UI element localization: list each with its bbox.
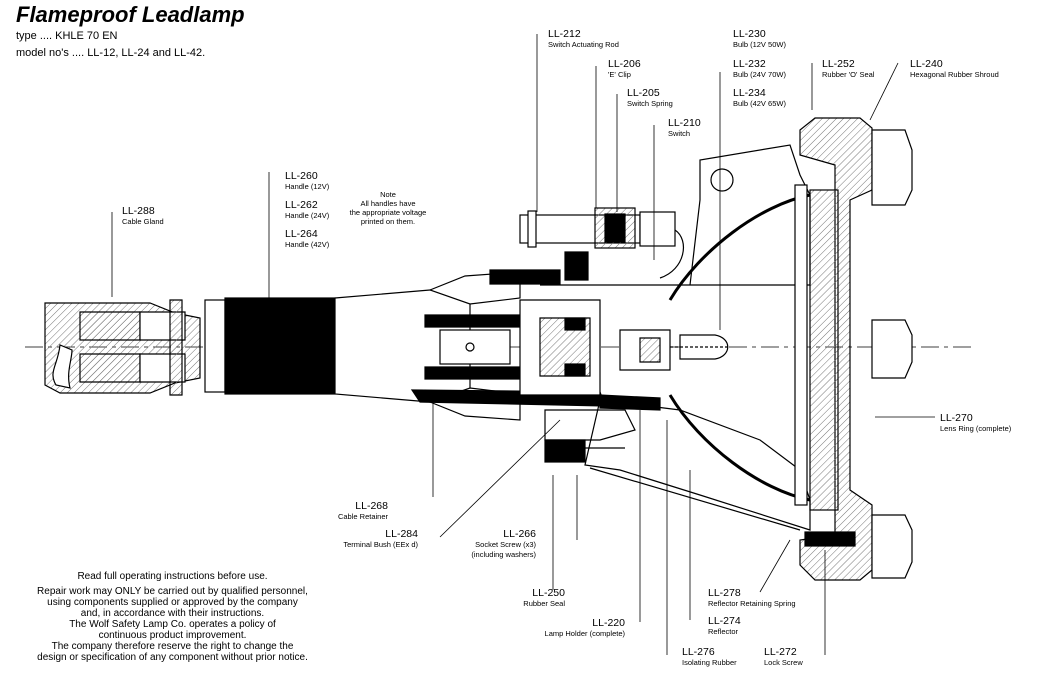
part-desc: Cable Gland <box>122 217 164 226</box>
notice-line: and, in accordance with their instructio… <box>80 608 265 619</box>
part-code: LL-272 <box>764 646 797 658</box>
type-line: type .... KHLE 70 EN <box>16 30 118 42</box>
part-desc: Isolating Rubber <box>682 658 737 667</box>
part-code: LL-262 <box>285 199 318 211</box>
part-desc: Bulb (12V 50W) <box>733 40 786 49</box>
part-code: LL-276 <box>682 646 715 658</box>
part-desc: Rubber Seal <box>523 599 565 608</box>
part-desc: Handle (12V) <box>285 182 330 191</box>
part-code: LL-252 <box>822 58 855 70</box>
part-desc: Cable Retainer <box>338 512 389 521</box>
part-desc: Bulb (24V 70W) <box>733 70 786 79</box>
part-code: LL-234 <box>733 87 766 99</box>
notice-line: Repair work may ONLY be carried out by q… <box>37 586 308 597</box>
part-desc: Lens Ring (complete) <box>940 424 1012 433</box>
part-code: LL-250 <box>532 587 565 599</box>
part-code: LL-206 <box>608 58 641 70</box>
lamp-holder <box>519 299 671 463</box>
notice-line: The company therefore reserve the right … <box>51 641 294 652</box>
part-desc: (including washers) <box>471 550 536 559</box>
part-desc: Handle (24V) <box>285 211 330 220</box>
part-desc: Reflector Retaining Spring <box>708 599 796 608</box>
reflector <box>668 193 811 502</box>
part-desc: Handle (42V) <box>285 240 330 249</box>
part-desc: Reflector <box>708 627 739 636</box>
notice-lead: Read full operating instructions before … <box>77 571 268 582</box>
lens-ring <box>794 117 913 581</box>
part-code: LL-278 <box>708 587 741 599</box>
part-desc: Lock Screw <box>764 658 803 667</box>
notice-line: The Wolf Safety Lamp Co. operates a poli… <box>69 619 276 630</box>
model-line: model no's .... LL-12, LL-24 and LL-42. <box>16 47 206 59</box>
handle-note: Note <box>380 190 396 199</box>
part-desc: Terminal Bush (EEx d) <box>343 540 418 549</box>
handle-note: the appropriate voltage <box>350 208 427 217</box>
handle <box>204 251 606 421</box>
part-code: LL-220 <box>592 617 625 629</box>
part-code: LL-270 <box>940 412 973 424</box>
part-desc: Bulb (42V 65W) <box>733 99 786 108</box>
part-code: LL-232 <box>733 58 766 70</box>
part-code: LL-212 <box>548 28 581 40</box>
main-housing <box>540 144 811 531</box>
part-code: LL-268 <box>355 500 388 512</box>
part-code: LL-240 <box>910 58 943 70</box>
switch-assembly <box>519 207 684 279</box>
part-labels: LL-288 Cable Gland LL-260 Handle (12V) L… <box>122 28 1012 667</box>
notice-line: continuous product improvement. <box>98 630 247 641</box>
handle-note: All handles have <box>360 199 415 208</box>
part-desc: Hexagonal Rubber Shroud <box>910 70 999 79</box>
leader-lines <box>111 34 935 655</box>
part-code: LL-288 <box>122 205 155 217</box>
cable-gland <box>44 299 201 396</box>
part-desc: Lamp Holder (complete) <box>545 629 626 638</box>
page-title: Flameproof Leadlamp <box>16 2 245 27</box>
part-code: LL-260 <box>285 170 318 182</box>
part-desc: Switch <box>668 129 690 138</box>
part-code: LL-230 <box>733 28 766 40</box>
part-code: LL-205 <box>627 87 660 99</box>
part-desc: 'E' Clip <box>608 70 631 79</box>
part-code: LL-264 <box>285 228 318 240</box>
bulb <box>670 334 729 360</box>
notice-line: using components supplied or approved by… <box>47 597 298 608</box>
part-code: LL-274 <box>708 615 741 627</box>
notice-line: design or specification of any component… <box>37 652 308 663</box>
part-code: LL-284 <box>385 528 418 540</box>
part-desc: Switch Actuating Rod <box>548 40 619 49</box>
part-desc: Socket Screw (x3) <box>475 540 536 549</box>
part-code: LL-266 <box>503 528 536 540</box>
part-desc: Rubber 'O' Seal <box>822 70 875 79</box>
part-desc: Switch Spring <box>627 99 673 108</box>
part-code: LL-210 <box>668 117 701 129</box>
handle-note: printed on them. <box>361 217 415 226</box>
repair-notice: Read full operating instructions before … <box>25 571 320 663</box>
